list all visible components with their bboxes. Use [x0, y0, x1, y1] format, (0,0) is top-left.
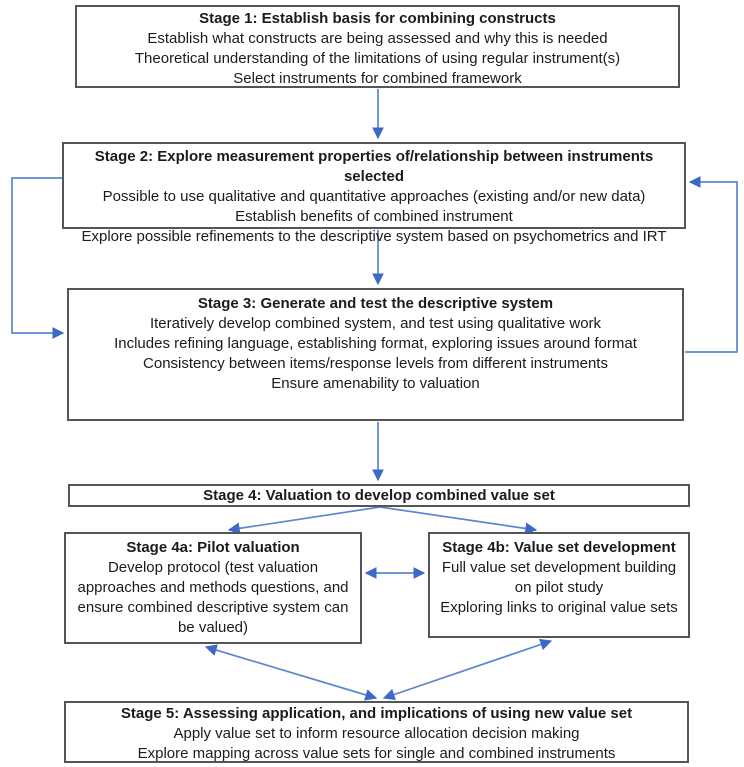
arrow-stage4-to-stage4a	[227, 506, 381, 535]
stage2-line: Possible to use qualitative and quantita…	[102, 188, 646, 205]
stage3-box: Stage 3: Generate and test the descripti…	[67, 288, 684, 421]
stage1-title: Stage 1: Establish basis for combining c…	[199, 10, 556, 27]
stage5-title: Stage 5: Assessing application, and impl…	[120, 705, 633, 722]
arrow-stage4-to-stage4b	[379, 506, 538, 535]
stage5-line: Apply value set to inform resource alloc…	[173, 725, 580, 742]
stage5-line: Explore mapping across value sets for si…	[137, 745, 616, 762]
stage1-box: Stage 1: Establish basis for combining c…	[75, 5, 680, 88]
arrow-stage4a-stage5-bidirectional	[204, 644, 378, 701]
stage4-box: Stage 4: Valuation to develop combined v…	[68, 484, 690, 507]
stage4a-box: Stage 4a: Pilot valuation Develop protoc…	[64, 532, 362, 644]
stage3-line: Iteratively develop combined system, and…	[149, 315, 602, 332]
arrow-stage4b-stage5-bidirectional	[382, 638, 553, 701]
stage2-line: Establish benefits of combined instrumen…	[235, 208, 513, 225]
stage4-title: Stage 4: Valuation to develop combined v…	[203, 487, 555, 504]
stage4a-title: Stage 4a: Pilot valuation	[126, 539, 300, 556]
stage2-line: Explore possible refinements to the desc…	[81, 228, 667, 245]
stage1-line: Establish what constructs are being asse…	[147, 30, 608, 47]
stage4b-box: Stage 4b: Value set development Full val…	[428, 532, 690, 638]
stage3-title: Stage 3: Generate and test the descripti…	[197, 295, 554, 312]
stage2-box: Stage 2: Explore measurement properties …	[62, 142, 686, 245]
arrow-stage3-to-stage2-right-loop	[685, 176, 738, 353]
stage4a-body: Develop protocol (test valuation approac…	[77, 559, 349, 636]
stage1-line: Theoretical understanding of the limitat…	[134, 50, 621, 67]
stage4b-line: Full value set development building on p…	[441, 559, 677, 596]
stage4b-line: Exploring links to original value sets	[440, 599, 678, 616]
stage2-title: Stage 2: Explore measurement properties …	[94, 148, 654, 185]
stage4b-title: Stage 4b: Value set development	[442, 539, 676, 556]
stage1-line: Select instruments for combined framewor…	[233, 70, 522, 87]
stage3-line: Consistency between items/response level…	[143, 355, 608, 372]
stage3-line: Includes refining language, establishing…	[114, 335, 637, 352]
arrow-stage2-to-stage3-left-loop	[11, 177, 65, 339]
stage3-line: Ensure amenability to valuation	[271, 375, 480, 392]
stage5-box: Stage 5: Assessing application, and impl…	[64, 701, 689, 763]
